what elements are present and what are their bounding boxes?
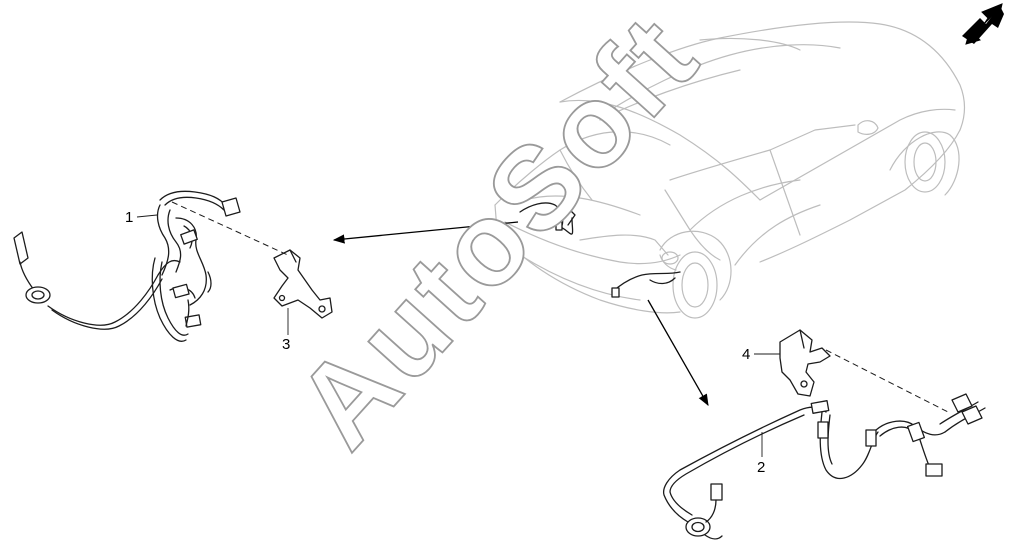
callout-1-label: 1 [125, 209, 133, 226]
svg-text:AutoSoft: AutoSoft [271, 0, 724, 472]
part-4-bracket [779, 329, 831, 397]
vehicle-outline [494, 21, 966, 319]
dashed-link-4-2 [825, 349, 949, 413]
in-vehicle-harness [519, 202, 681, 298]
watermark: AutoSoft [270, 0, 725, 473]
arrow-to-rear-harness [332, 221, 519, 244]
front-direction-arrow-icon [962, 3, 1004, 45]
callout-2: 2 [757, 432, 765, 476]
callout-3: 3 [282, 308, 290, 353]
arrow-to-antenna-cable [647, 299, 709, 407]
callout-3-label: 3 [282, 336, 290, 353]
part-1-harness [13, 190, 241, 342]
part-3-bracket [273, 249, 333, 319]
callout-4: 4 [742, 346, 780, 363]
dashed-link-1-3 [171, 201, 291, 257]
callout-2-label: 2 [757, 459, 765, 476]
callout-4-label: 4 [742, 346, 750, 363]
part-2-cable [662, 393, 986, 540]
callout-1: 1 [125, 209, 158, 226]
callout-arrows [332, 221, 709, 407]
